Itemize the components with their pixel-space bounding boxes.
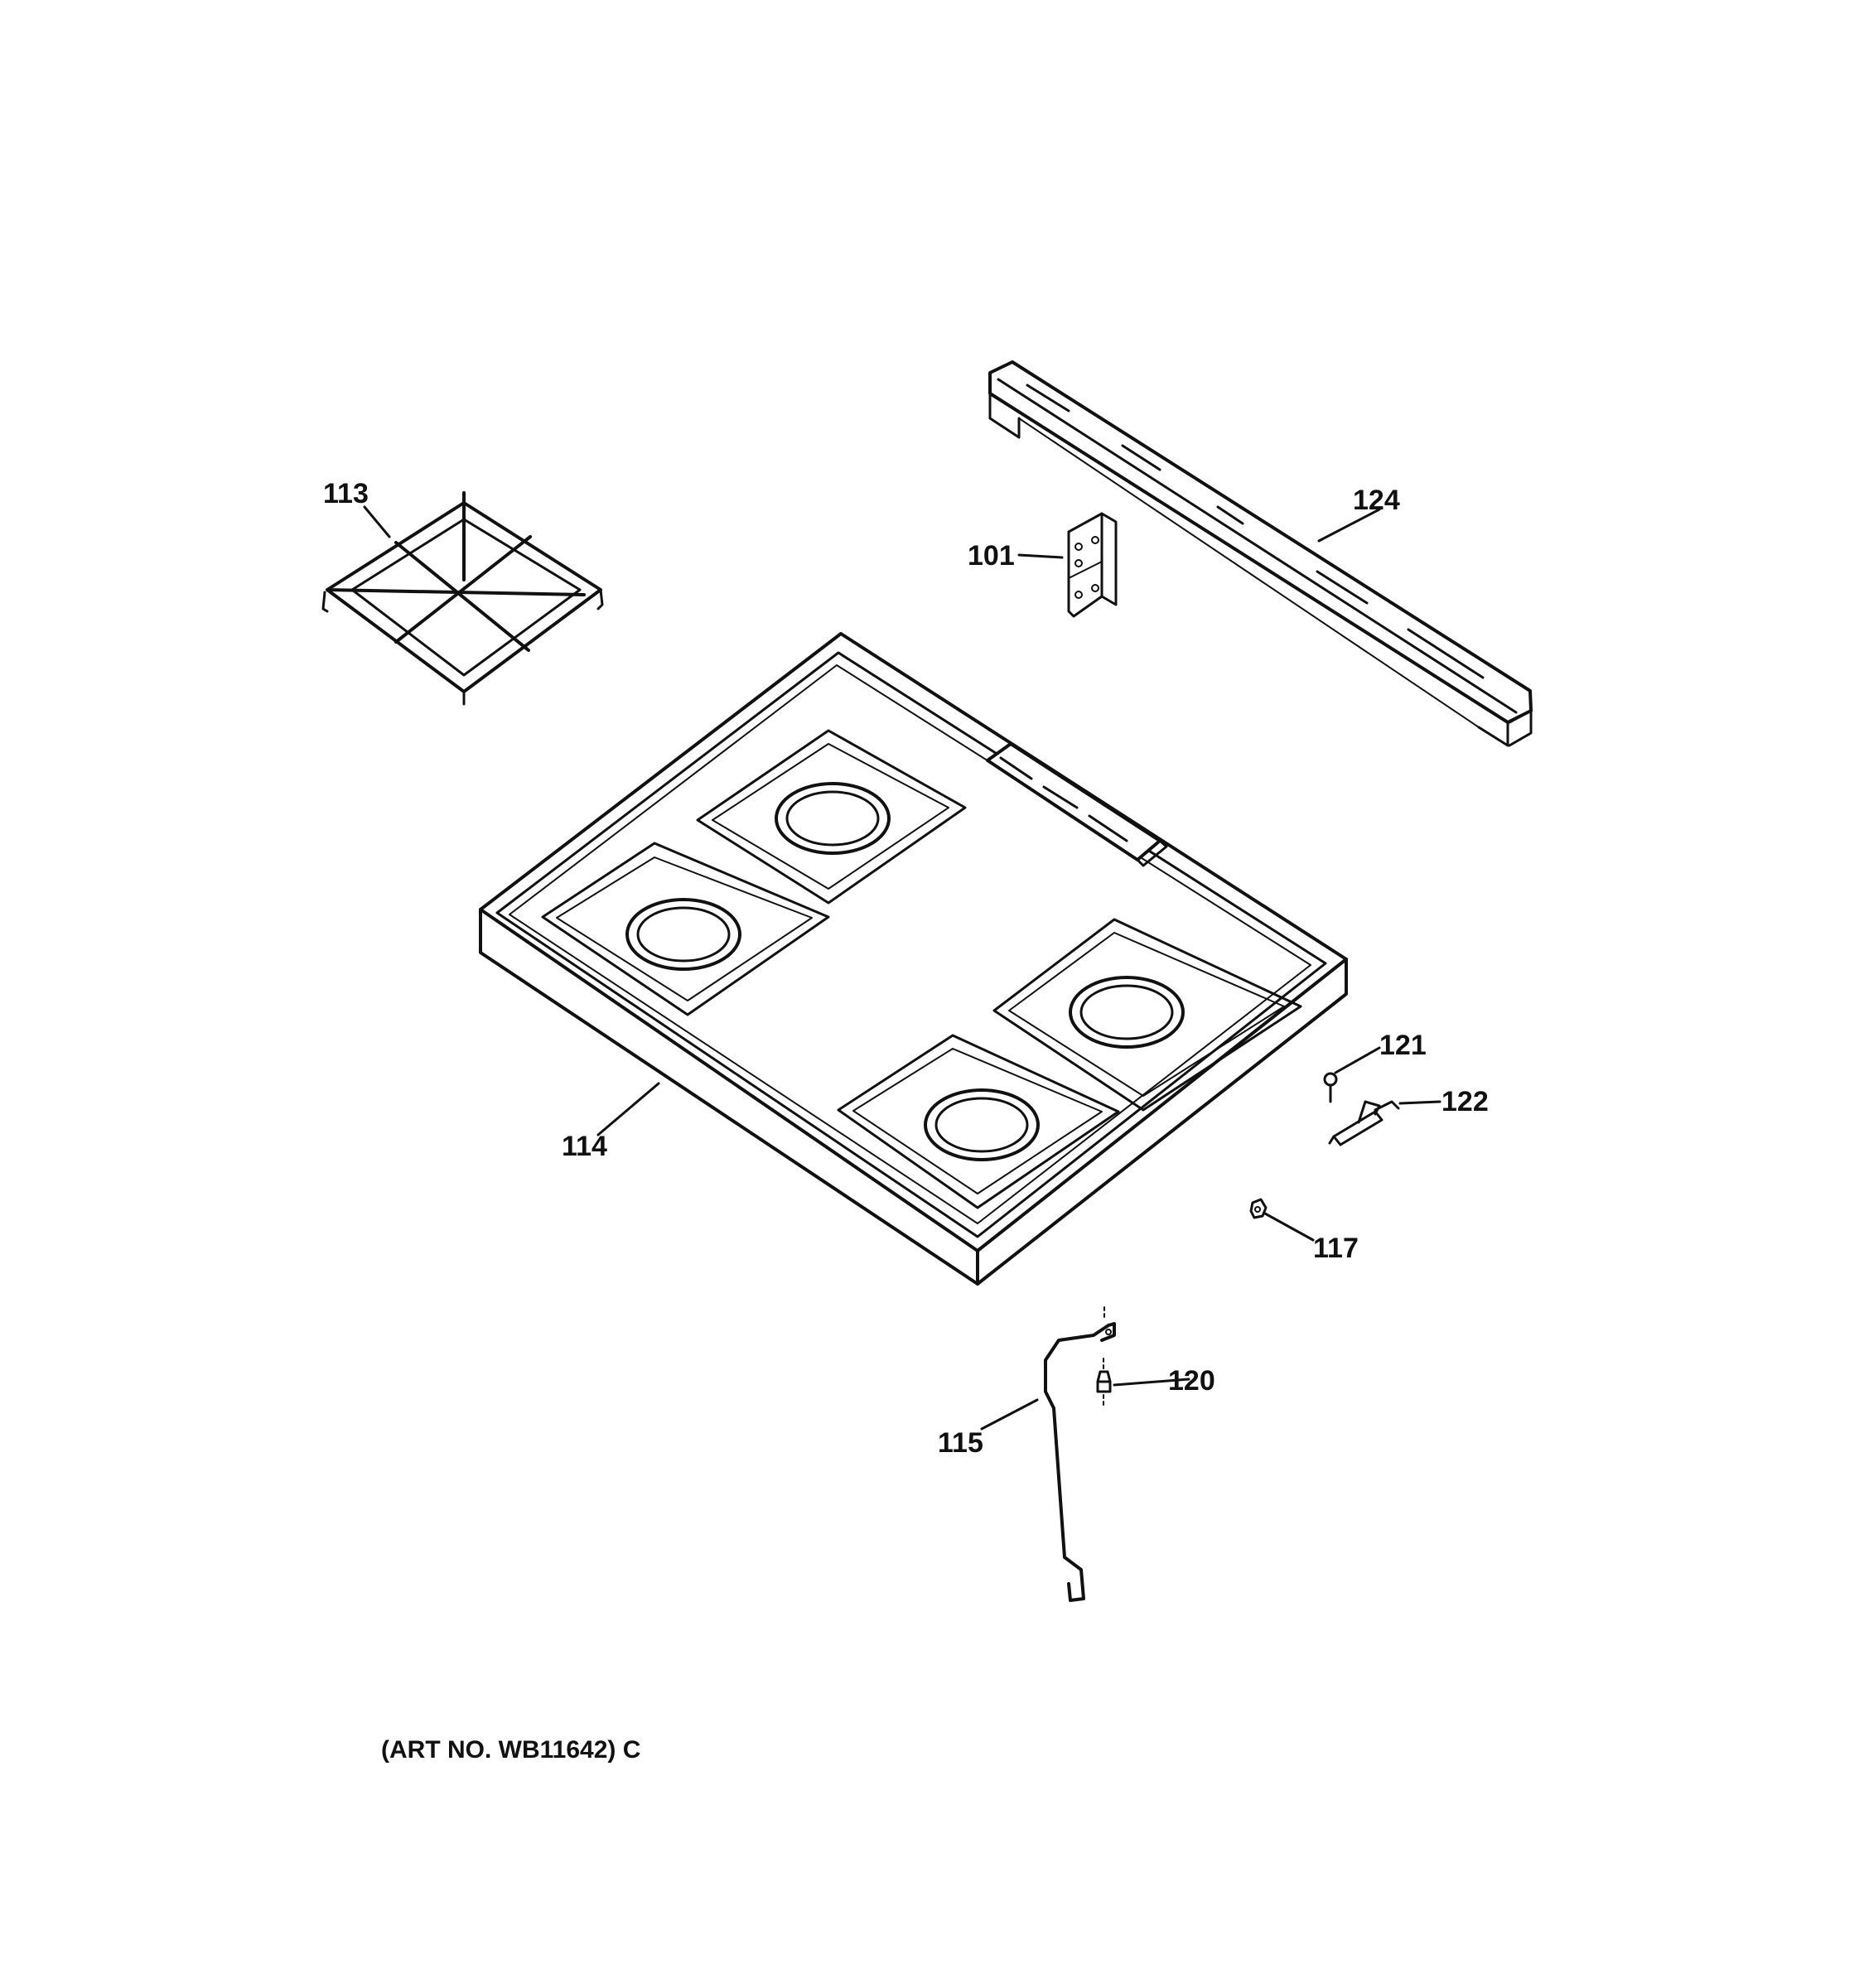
clip-122: [1328, 1100, 1400, 1146]
support-rod-115: [1044, 1306, 1116, 1602]
art-number: (ART NO. WB11642) C: [381, 1736, 640, 1764]
screw-121: [1323, 1072, 1338, 1103]
label-124: 124: [1353, 485, 1400, 516]
label-117: 117: [1313, 1233, 1359, 1264]
label-114: 114: [562, 1131, 607, 1162]
burner-grate-113: [321, 491, 604, 706]
nut-117: [1249, 1198, 1268, 1219]
label-121: 121: [1379, 1030, 1427, 1061]
screw-120: [1096, 1358, 1112, 1407]
label-101: 101: [968, 540, 1015, 572]
bracket-101: [1067, 512, 1118, 618]
leader-lines: [363, 505, 1441, 1431]
part-labels: 113 101 124 114 121 122 117 120 115: [323, 478, 1489, 1459]
label-120: 120: [1168, 1365, 1215, 1397]
rear-trim-bar-124: [988, 360, 1533, 747]
label-113: 113: [323, 478, 369, 509]
label-115: 115: [938, 1427, 983, 1459]
label-122: 122: [1441, 1086, 1489, 1117]
cooktop-114: [479, 632, 1348, 1286]
